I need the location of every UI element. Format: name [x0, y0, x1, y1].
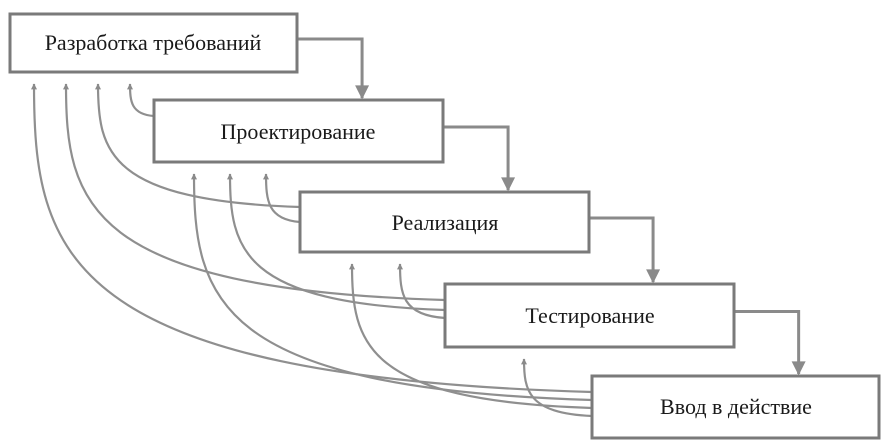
- feedback-arrow: [521, 358, 593, 418]
- feedback-arrow: [95, 83, 301, 209]
- stage-label: Разработка требований: [45, 30, 262, 55]
- feedback-arrow: [263, 173, 301, 224]
- feedback-arrows: [31, 83, 593, 418]
- feedback-arrow: [227, 173, 446, 312]
- stage-requirements: Разработка требований: [8, 12, 299, 74]
- feedback-arrow: [349, 263, 593, 410]
- stage-label: Реализация: [392, 210, 499, 235]
- stage-implementation: Реализация: [298, 190, 591, 254]
- feedback-arrow: [31, 83, 593, 394]
- stage-box: [8, 12, 299, 74]
- forward-arrow: [734, 310, 806, 376]
- feedback-arrow: [191, 173, 593, 402]
- forward-arrow: [297, 37, 370, 100]
- stage-box: [590, 374, 881, 440]
- stage-label: Тестирование: [525, 303, 654, 328]
- forward-arrows: [297, 37, 806, 376]
- stage-label: Ввод в действие: [660, 394, 812, 419]
- stage-deployment: Ввод в действие: [590, 374, 881, 440]
- stage-box: [152, 98, 445, 164]
- feedback-arrow: [127, 83, 155, 118]
- forward-arrow: [589, 216, 661, 284]
- feedback-arrow: [397, 263, 446, 320]
- feedback-arrow: [63, 83, 446, 302]
- stage-testing: Тестирование: [443, 282, 736, 349]
- stage-box: [298, 190, 591, 254]
- stage-design: Проектирование: [152, 98, 445, 164]
- stage-label: Проектирование: [221, 119, 376, 144]
- stage-box: [443, 282, 736, 349]
- forward-arrow: [443, 125, 516, 192]
